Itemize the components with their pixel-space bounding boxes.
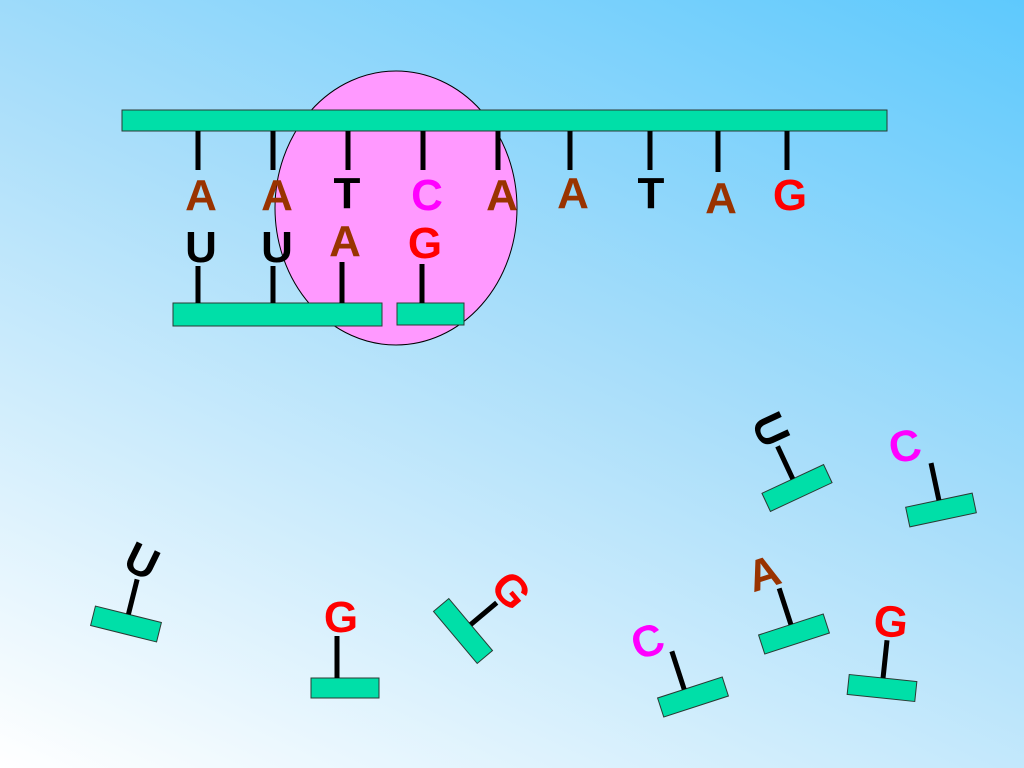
dna-strand: A A T C A A T A (121, 109, 888, 223)
free-nucleotide: C (884, 419, 977, 528)
rna-base: U (185, 223, 217, 303)
rna-base-letter: A (329, 217, 361, 266)
free-nucleotide-letter: C (884, 419, 925, 474)
free-nucleotide: G (310, 593, 380, 699)
dna-base-letter: T (334, 169, 361, 218)
dna-base-letter: C (411, 171, 443, 220)
dna-base: A (705, 131, 737, 223)
rna-base: G (408, 219, 442, 303)
free-nucleotide: A (741, 546, 831, 655)
dna-backbone (121, 109, 888, 132)
dna-base: T (334, 131, 361, 218)
rna-base: A (329, 217, 361, 303)
dna-base-letter: A (705, 174, 737, 223)
free-nucleotide-letter: C (625, 614, 670, 670)
free-nucleotide-letter: G (871, 596, 910, 648)
free-nucleotide-letter: U (117, 532, 167, 590)
rna-base: U (261, 223, 293, 303)
dna-base: A (261, 131, 293, 220)
dna-base-letter: A (261, 171, 293, 220)
rna-backbone (172, 302, 383, 327)
free-nucleotide-letter: A (741, 546, 786, 602)
dna-base-letter: A (557, 169, 589, 218)
dna-base-letter: A (486, 171, 518, 220)
free-nucleotide-letter: U (741, 405, 799, 455)
rna-new-segment (396, 302, 465, 326)
free-nucleotide: U (89, 532, 167, 643)
dna-base: A (185, 131, 217, 220)
free-nucleotide: C (625, 614, 730, 718)
dna-base: A (557, 131, 589, 218)
rna-base-letter: U (261, 223, 293, 272)
dna-base-letter: G (773, 171, 807, 220)
free-nucleotide: G (846, 596, 918, 703)
dna-base: C (411, 131, 443, 220)
dna-base-letter: A (185, 171, 217, 220)
free-nucleotide-letter: G (324, 593, 358, 642)
dna-base: A (486, 131, 518, 220)
rna-base-letter: U (185, 223, 217, 272)
free-nucleotide: G (432, 562, 541, 665)
rna-polymerase (274, 70, 518, 346)
dna-base-letter: T (638, 169, 665, 218)
free-nucleotide: U (741, 405, 833, 513)
rna-base-letter: G (408, 219, 442, 268)
dna-base: G (773, 131, 807, 220)
dna-base: T (638, 131, 665, 218)
rna-strand: U U A G (172, 217, 465, 327)
